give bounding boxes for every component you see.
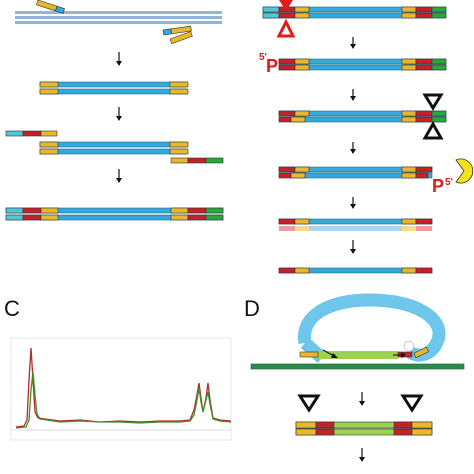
panel-c	[10, 337, 232, 441]
hourglass-black-icon	[422, 93, 444, 140]
phosphate-label: P	[432, 176, 445, 196]
panel-label-d: D	[244, 296, 260, 321]
down-arrow-icon	[350, 149, 356, 154]
hourglass-black-icon	[297, 394, 321, 413]
down-arrow-icon	[350, 44, 356, 49]
panel-a-step-4	[5, 207, 224, 221]
floating-adapter	[36, 0, 66, 14]
trace-green	[15, 371, 232, 429]
panel-b-step-6	[278, 267, 433, 274]
probe-arm	[299, 351, 319, 358]
down-arrow-icon	[116, 178, 122, 183]
arrow	[401, 352, 406, 358]
genomic-strand	[15, 16, 222, 19]
dna-loop	[298, 293, 446, 362]
target-region	[318, 351, 398, 359]
five-prime-label: 5'	[259, 52, 267, 63]
down-arrow-icon	[350, 204, 356, 209]
plot-frame	[10, 337, 232, 441]
down-arrow-icon	[350, 249, 356, 254]
pacman-exonuclease-icon	[455, 158, 474, 184]
panel-b-step-2	[278, 58, 447, 71]
hourglass-black-icon	[400, 394, 424, 413]
panel-d	[250, 293, 465, 462]
down-arrow-icon	[116, 61, 122, 66]
panel-a-step-1	[15, 0, 222, 45]
ligase-blob	[403, 340, 415, 352]
genomic-strand	[15, 21, 222, 24]
down-arrow-icon	[116, 116, 122, 121]
down-arrow-icon	[359, 401, 365, 406]
floating-adapter	[162, 25, 192, 36]
panel-b	[262, 0, 474, 274]
floating-adapter	[169, 31, 193, 45]
panel-b-step-5	[278, 218, 433, 231]
trace-red	[15, 347, 232, 428]
panel-b-step-4	[278, 158, 474, 184]
panel-a-step-2	[39, 81, 189, 95]
arrow	[331, 353, 338, 358]
panel-a	[5, 0, 224, 221]
panel-b-step-3	[278, 93, 447, 140]
genome-strand	[250, 363, 465, 370]
down-arrow-icon	[350, 96, 356, 101]
five-prime-label: 5'	[445, 177, 453, 188]
panel-a-step-3	[5, 130, 224, 164]
genomic-strand	[15, 11, 222, 14]
hourglass-red-icon	[276, 0, 296, 38]
captured-molecule	[295, 421, 433, 436]
down-arrow-icon	[359, 457, 365, 462]
panel-b-step-1	[262, 0, 447, 38]
panel-label-c: C	[4, 296, 20, 321]
phosphate-label: P	[266, 56, 279, 76]
probe-arm	[413, 346, 430, 359]
